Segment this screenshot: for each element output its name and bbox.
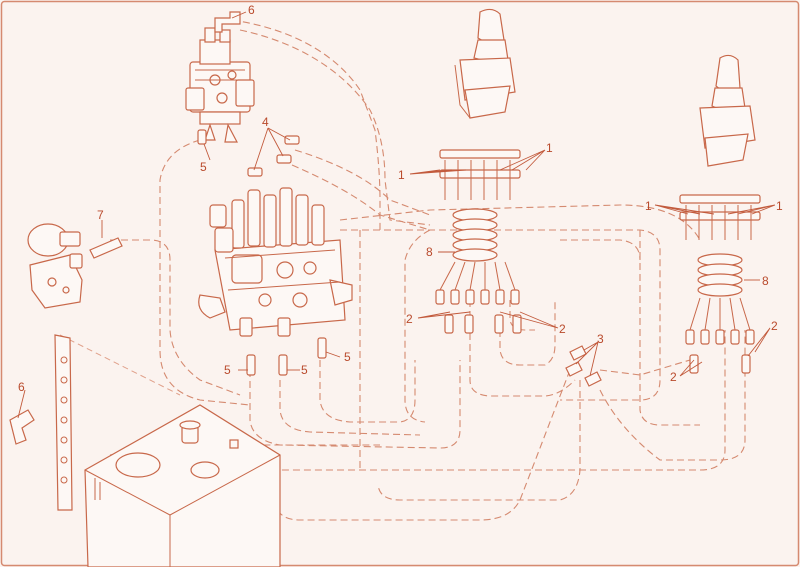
elbow-fitting-top	[214, 11, 241, 33]
hydraulic-tank	[84, 404, 281, 567]
callout-1-left: 1	[398, 168, 405, 182]
callout-2-right-b: 2	[771, 319, 778, 333]
callout-2-right-a: 2	[670, 370, 677, 384]
main-control-valve	[198, 187, 353, 337]
callout-5-valve: 5	[200, 160, 207, 174]
callout-5-right: 5	[344, 350, 351, 364]
joystick-right	[699, 54, 756, 167]
accumulator	[27, 223, 83, 309]
leader-lines	[17, 11, 776, 419]
fittings-4	[247, 135, 300, 177]
mounting-bracket	[54, 334, 73, 511]
callout-6-top: 6	[248, 3, 255, 17]
fittings-5	[197, 129, 327, 376]
callout-4: 4	[262, 115, 269, 129]
fittings-3	[565, 345, 602, 387]
elbow-fitting-lower	[9, 409, 35, 445]
callout-5-mid: 5	[301, 363, 308, 377]
callout-1-right: 1	[546, 141, 553, 155]
callout-8-right: 8	[762, 274, 769, 288]
callout-labels: 6 4 5 7 6 5 5 5 1 1 8 2 2 3 1 1 8 2 2	[18, 3, 783, 394]
hose-fitting-7	[89, 237, 123, 259]
callout-6-lower: 6	[18, 380, 25, 394]
callout-7: 7	[97, 208, 104, 222]
joystick-left	[454, 8, 516, 119]
callout-3: 3	[597, 332, 604, 346]
callout-1-right-b: 1	[776, 199, 783, 213]
left-hose-bundle	[435, 149, 522, 334]
callout-2-left: 2	[406, 312, 413, 326]
callout-8-left: 8	[426, 245, 433, 259]
callout-1-right-a: 1	[645, 199, 652, 213]
callout-2-mid: 2	[559, 322, 566, 336]
pilot-valve-block	[185, 27, 255, 143]
callout-5-left: 5	[224, 363, 231, 377]
right-hose-bundle	[679, 194, 761, 374]
